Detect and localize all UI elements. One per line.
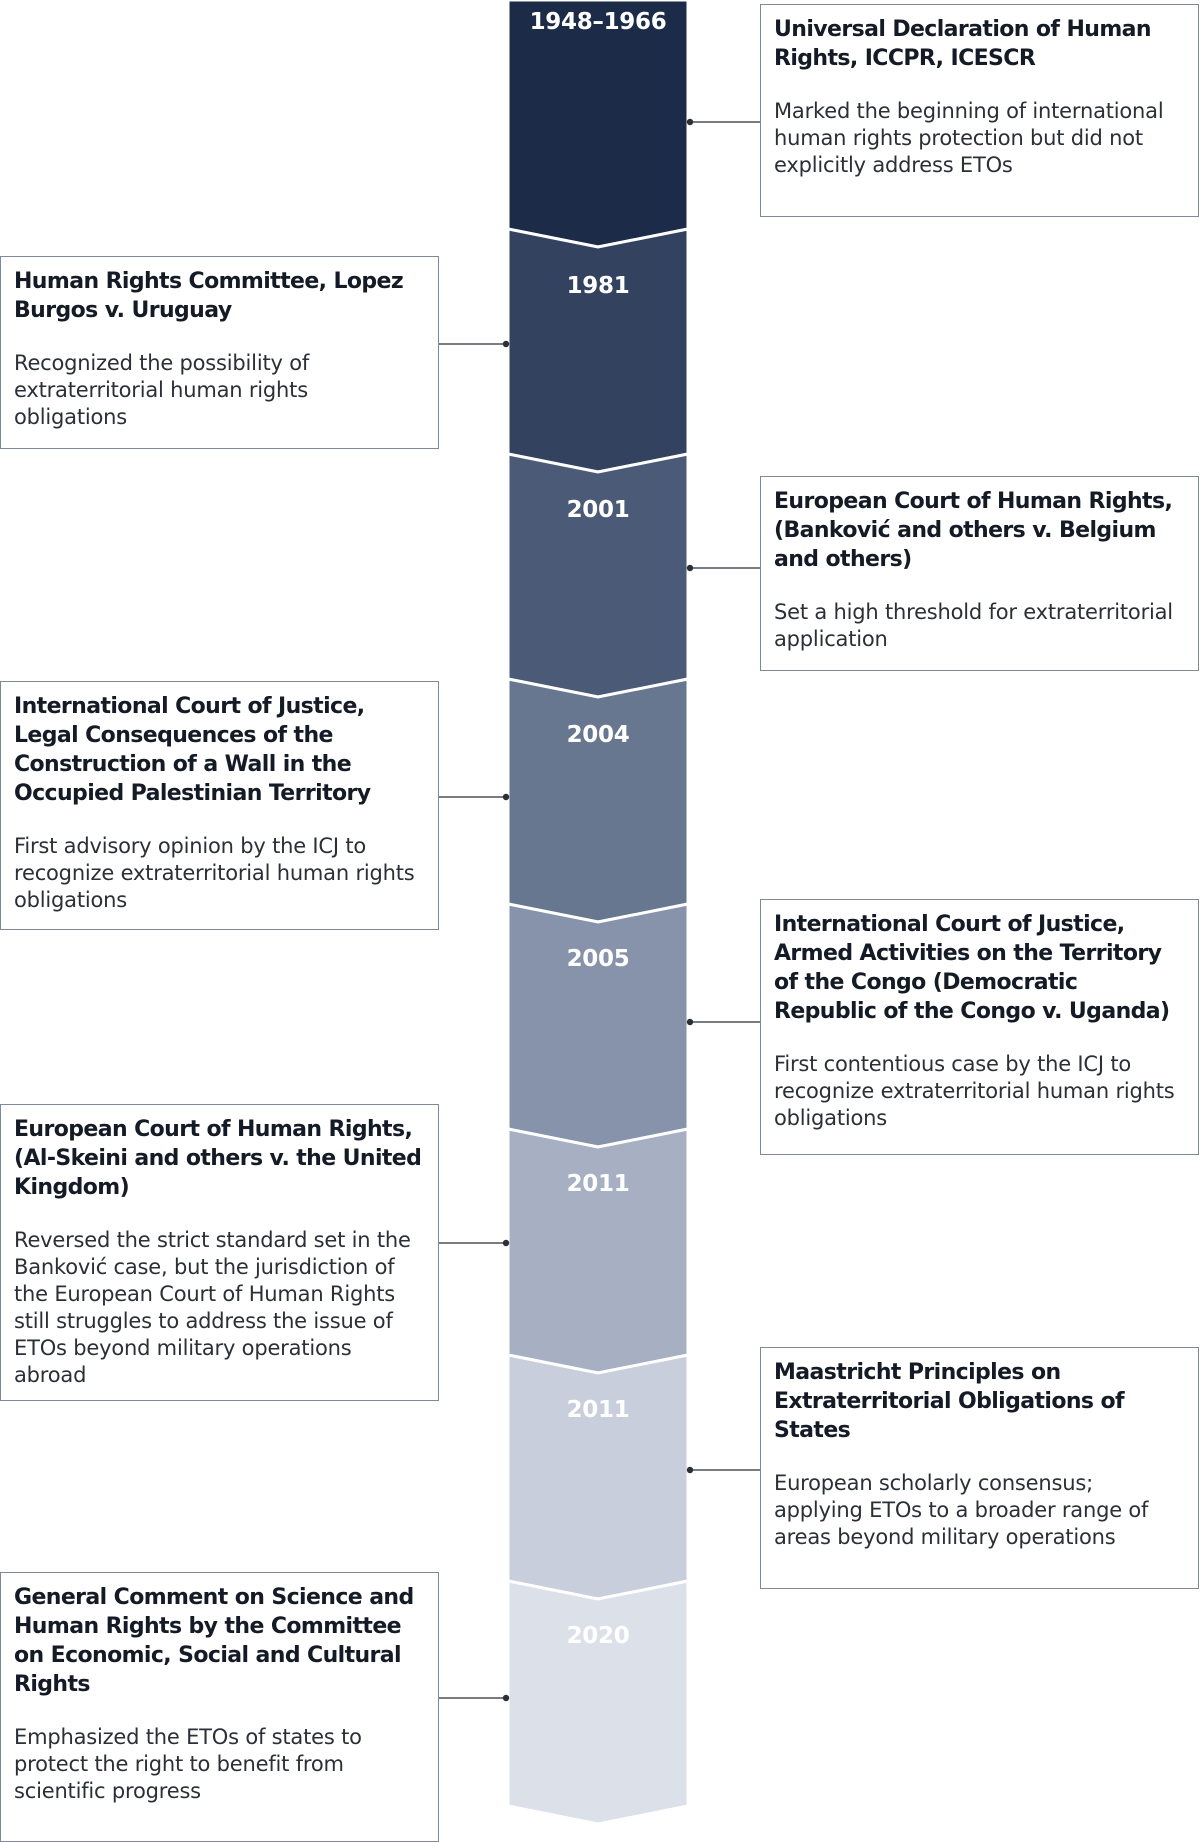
event-title: Maastricht Principles on Extraterritoria… (774, 1360, 1125, 1443)
connector-dot-3 (686, 564, 694, 572)
connector-dot-6 (502, 1239, 510, 1247)
connector-dot-8 (502, 1694, 510, 1702)
timeline-spine (506, 0, 690, 1826)
timeline-segment-2 (506, 227, 690, 474)
event-card-bankovic: European Court of Human Rights, (Bankovi… (760, 476, 1199, 671)
event-description: Set a high threshold for extraterritoria… (774, 600, 1173, 651)
year-label-2011-maastricht: 2011 (566, 1397, 630, 1423)
event-description: Marked the beginning of international hu… (774, 99, 1164, 177)
event-title: Human Rights Committee, Lopez Burgos v. … (14, 269, 404, 323)
year-label-1981: 1981 (566, 273, 630, 299)
event-card-al-skeini: European Court of Human Rights, (Al-Skei… (0, 1104, 439, 1401)
event-title: International Court of Justice, Legal Co… (14, 694, 371, 806)
timeline-segment-8 (506, 1579, 690, 1826)
event-title: European Court of Human Rights, (Bankovi… (774, 489, 1173, 572)
event-description: First advisory opinion by the ICJ to rec… (14, 834, 415, 912)
year-label-2011-al-skeini: 2011 (566, 1171, 630, 1197)
event-description: European scholarly consensus; applying E… (774, 1471, 1149, 1549)
timeline-segment-5 (506, 902, 690, 1149)
timeline-segment-3 (506, 452, 690, 699)
event-title: General Comment on Science and Human Rig… (14, 1585, 414, 1697)
event-card-icj-wall: International Court of Justice, Legal Co… (0, 681, 439, 930)
event-description: First contentious case by the ICJ to rec… (774, 1052, 1175, 1130)
year-label-2004: 2004 (566, 722, 630, 748)
event-description: Reversed the strict standard set in the … (14, 1228, 411, 1387)
year-label-2020: 2020 (566, 1623, 630, 1649)
connector-dot-1 (686, 118, 694, 126)
event-card-general-comment: General Comment on Science and Human Rig… (0, 1572, 439, 1842)
event-card-lopez-burgos: Human Rights Committee, Lopez Burgos v. … (0, 256, 439, 449)
event-card-udhr: Universal Declaration of Human Rights, I… (760, 4, 1199, 217)
timeline-segment-4 (506, 677, 690, 924)
event-title: International Court of Justice, Armed Ac… (774, 912, 1170, 1024)
event-description: Recognized the possibility of extraterri… (14, 351, 310, 429)
event-description: Emphasized the ETOs of states to protect… (14, 1725, 362, 1803)
event-card-maastricht: Maastricht Principles on Extraterritoria… (760, 1347, 1199, 1589)
year-label-2005: 2005 (566, 946, 630, 972)
event-title: European Court of Human Rights, (Al-Skei… (14, 1117, 422, 1200)
connector-dot-4 (502, 793, 510, 801)
timeline-segment-1 (506, 0, 690, 249)
connector-dot-2 (502, 340, 510, 348)
event-card-icj-congo: International Court of Justice, Armed Ac… (760, 899, 1199, 1155)
event-title: Universal Declaration of Human Rights, I… (774, 17, 1152, 71)
timeline-segment-7 (506, 1353, 690, 1601)
connector-lines (439, 118, 760, 1702)
year-label-2001: 2001 (566, 497, 630, 523)
timeline-segment-6 (506, 1127, 690, 1375)
connector-dot-5 (686, 1018, 694, 1026)
year-label-1948-1966: 1948–1966 (529, 9, 667, 35)
connector-dot-7 (686, 1466, 694, 1474)
